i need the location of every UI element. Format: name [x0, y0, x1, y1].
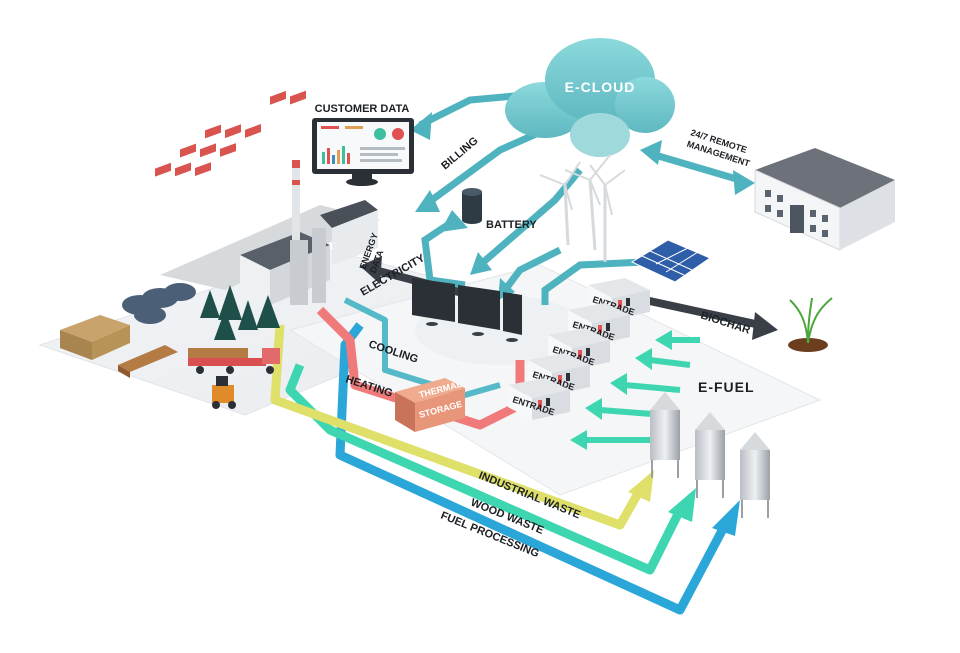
battery: BATTERY	[462, 188, 537, 231]
forklift	[212, 376, 236, 409]
customer-data-label: CUSTOMER DATA	[315, 103, 410, 115]
chimney	[292, 165, 300, 255]
wind-turbine	[564, 154, 611, 251]
efuel-label: E-FUEL	[698, 379, 755, 395]
wood-waste-arrow	[285, 363, 696, 575]
forest	[200, 285, 280, 340]
factory	[155, 90, 380, 305]
e-cloud: E-CLOUD	[505, 38, 675, 157]
remote-management-arrow	[640, 140, 755, 195]
factory-roof-units	[155, 90, 306, 177]
efuel-silos: E-FUEL	[650, 379, 770, 518]
wood-pallets	[60, 315, 130, 360]
entrade-units: ENTRADE ENTRADE ENTRADE ENTRADE	[508, 278, 650, 420]
cloud-to-screens-arrow	[470, 167, 583, 275]
battery-arrow	[421, 210, 468, 289]
entrade-unit: ENTRADE	[508, 378, 570, 420]
wind-turbines	[539, 154, 626, 262]
hq-entrance	[790, 205, 804, 233]
battery-label: BATTERY	[486, 219, 537, 231]
silo	[650, 392, 680, 478]
silo	[695, 412, 725, 498]
thermal-storage: THERMAL STORAGE	[395, 378, 465, 432]
log-truck	[188, 348, 280, 374]
control-screens	[412, 278, 522, 342]
monitor-bar-chart	[322, 146, 350, 164]
hq-windows	[765, 190, 828, 237]
log-pile	[118, 345, 178, 378]
silo	[740, 432, 770, 518]
billing-arrow	[410, 91, 526, 140]
factory-tower	[290, 240, 308, 305]
customer-data-monitor: CUSTOMER DATA	[312, 103, 414, 186]
solar-panels	[630, 239, 712, 283]
wind-turbine	[589, 164, 626, 262]
pine-tree-stack	[122, 283, 196, 324]
wind-to-screens-arrow	[498, 246, 562, 300]
solar-to-entrade-arrow	[541, 258, 646, 305]
cooling-arrow	[343, 297, 501, 398]
e-cloud-label: E-CLOUD	[565, 79, 636, 95]
remote-management-label: 24/7 REMOTE MANAGEMENT	[686, 127, 752, 168]
customer-data-down-arrow	[415, 126, 547, 212]
factory-tower	[312, 228, 326, 303]
headquarters-building	[754, 148, 895, 251]
biochar-sprout	[788, 297, 833, 352]
biochar-dark-arrow	[644, 296, 778, 340]
